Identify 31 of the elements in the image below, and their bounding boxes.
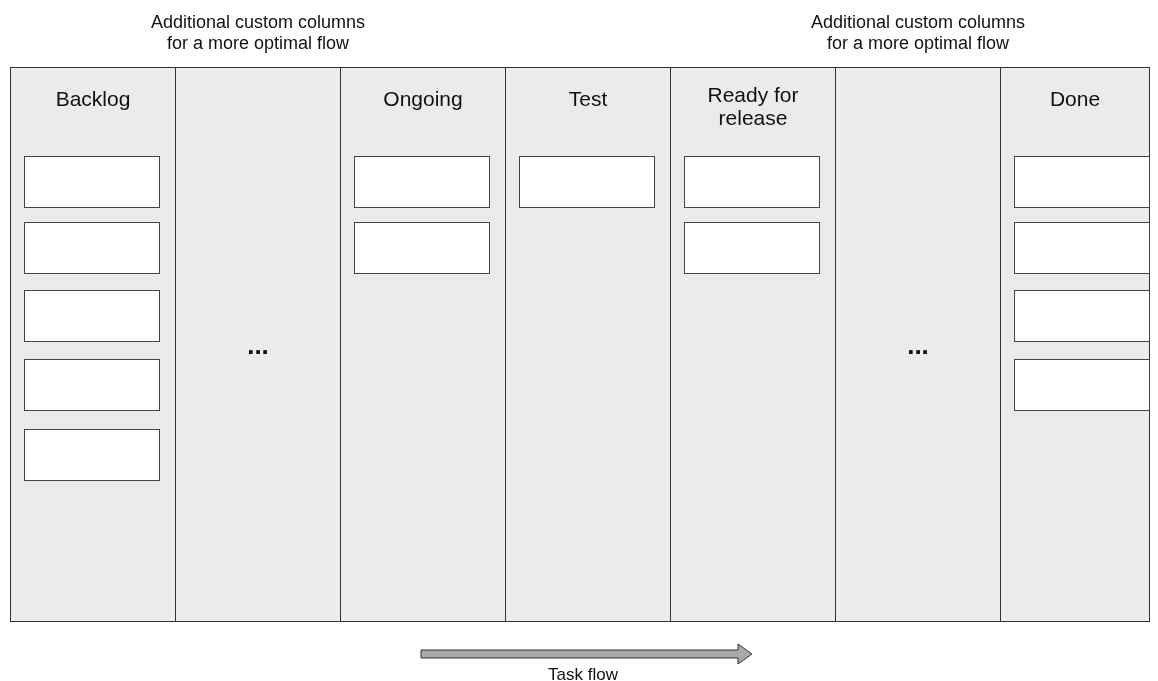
- board-column: [505, 67, 671, 622]
- task-card: [24, 156, 160, 208]
- column-heading: Test: [567, 87, 609, 110]
- board-column: [835, 67, 1001, 622]
- board-column: [10, 67, 176, 622]
- board-column: [670, 67, 836, 622]
- board-column: [175, 67, 341, 622]
- task-card: [354, 156, 490, 208]
- arrow-caption: Task flow: [547, 664, 619, 681]
- task-card: [24, 359, 160, 411]
- task-card: [1014, 359, 1150, 411]
- task-card: [684, 222, 820, 274]
- column-heading: Ongoing: [382, 87, 464, 110]
- board-column: [1000, 67, 1150, 622]
- task-card: [684, 156, 820, 208]
- task-card: [1014, 222, 1150, 274]
- task-card: [1014, 156, 1150, 208]
- column-heading: Backlog: [54, 87, 132, 110]
- task-card: [24, 429, 160, 481]
- annotation-text: Additional custom columns for a more optimal flow: [809, 12, 1027, 54]
- ellipsis-text: ...: [246, 330, 270, 361]
- ellipsis-text: ...: [906, 330, 930, 361]
- task-card: [354, 222, 490, 274]
- column-heading: Ready for release: [706, 83, 800, 129]
- annotation-text: Additional custom columns for a more optimal flow: [149, 12, 367, 54]
- task-card: [1014, 290, 1150, 342]
- board-column: [340, 67, 506, 622]
- task-card: [519, 156, 655, 208]
- task-card: [24, 222, 160, 274]
- task-card: [24, 290, 160, 342]
- column-heading: Done: [1048, 87, 1102, 110]
